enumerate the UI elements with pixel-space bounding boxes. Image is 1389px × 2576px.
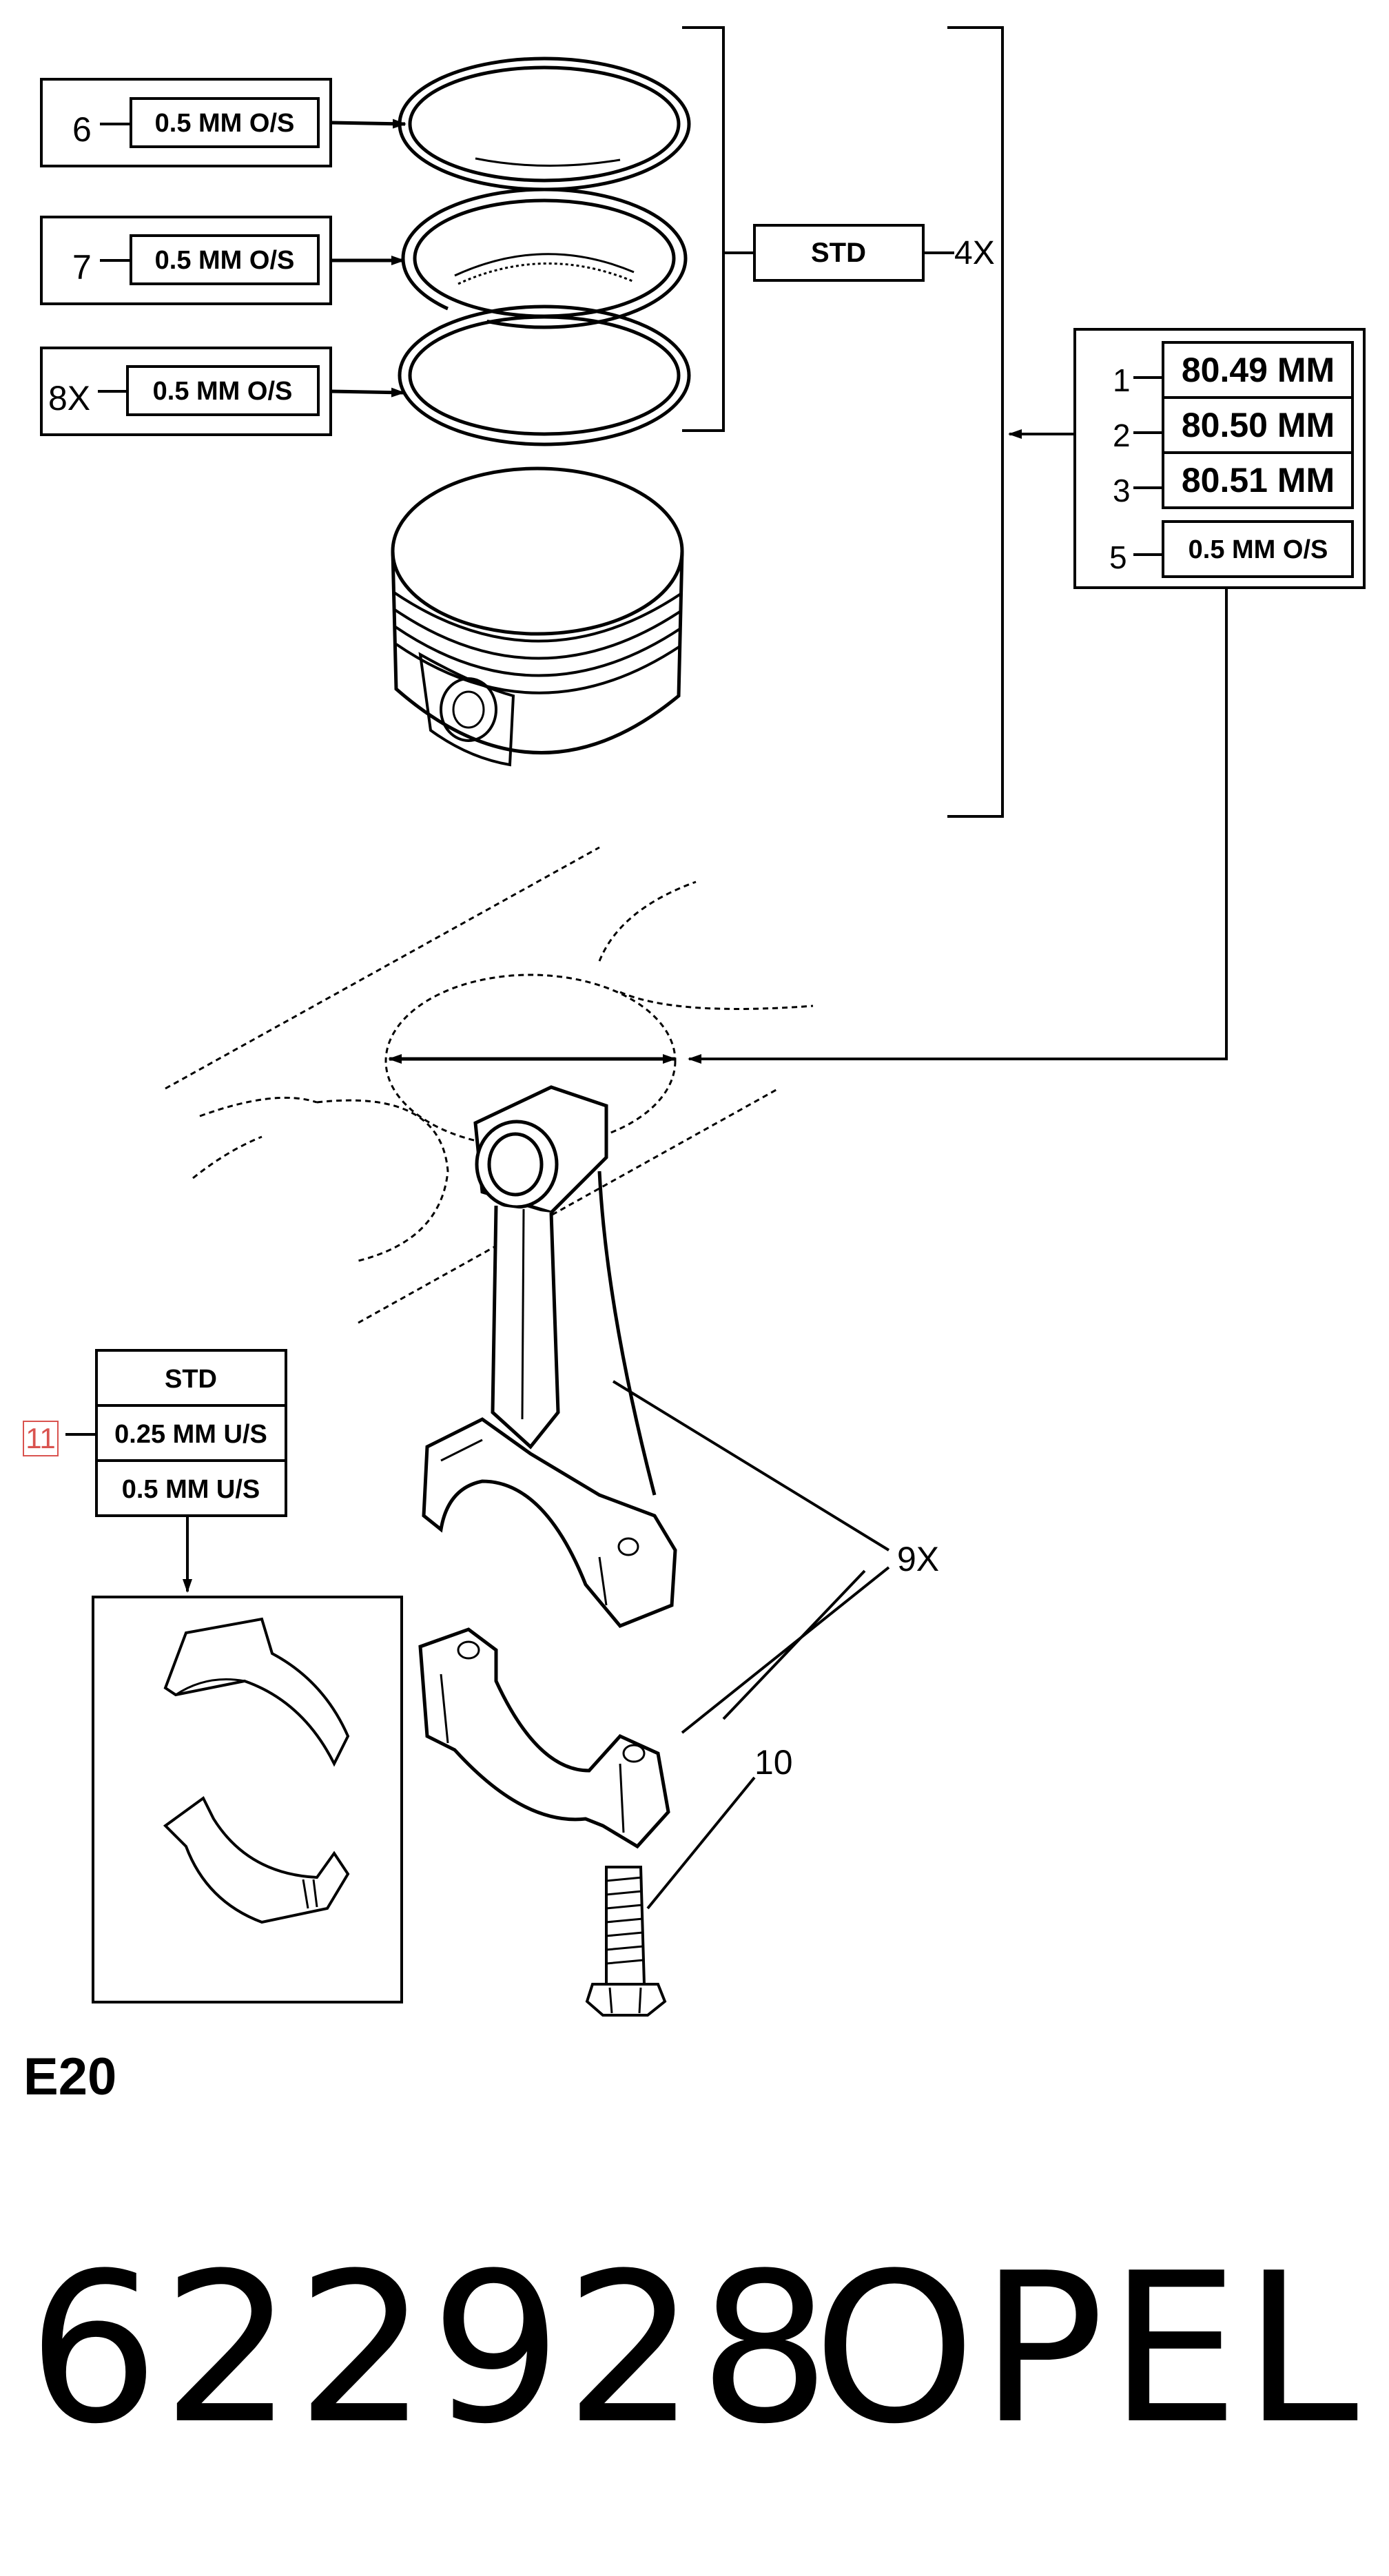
bearing-shell-upper [163, 1617, 350, 1767]
bearing-shells-box [92, 1596, 403, 2003]
ring-oil-arrow [330, 387, 405, 398]
ring-oil-ref: 8X [48, 379, 90, 418]
ring-middle-ref: 7 [72, 248, 92, 287]
ring-top-arrow [330, 119, 407, 129]
bearing-ref: 11 [25, 1422, 56, 1454]
piston-size-5-ref: 5 [1109, 539, 1127, 575]
callout-ring-oil: 8X 0.5 MM O/S [40, 347, 332, 436]
bearing-shell-lower [163, 1795, 350, 1924]
callout-ring-top: 6 0.5 MM O/S [40, 78, 332, 167]
bearing-size-025: 0.25 MM U/S [114, 1420, 267, 1449]
ring-middle-label: 0.5 MM O/S [155, 246, 295, 275]
ring-top-ref: 6 [72, 110, 92, 149]
callout-piston-sizes: 1 80.49 MM 2 80.50 MM 3 80.51 MM 5 0.5 M… [1073, 328, 1366, 589]
piston-size-2-label: 80.50 MM [1182, 406, 1335, 444]
bearing-size-std: STD [165, 1365, 217, 1394]
piston-size-1-ref: 1 [1113, 362, 1131, 398]
engine-code: E20 [23, 2048, 117, 2106]
ring-top-label: 0.5 MM O/S [155, 109, 295, 138]
ring-set-std-label: STD [811, 238, 866, 268]
conrod-leader-lines [612, 1380, 890, 1910]
part-number: 622928 [28, 2229, 834, 2469]
conrod-ref: 9X [897, 1540, 939, 1578]
callout-bearing-sizes: STD 0.25 MM U/S 0.5 MM U/S 11 [23, 1349, 287, 1517]
piston [391, 466, 684, 767]
piston-ring-top [398, 56, 691, 192]
piston-size-3-ref: 3 [1113, 473, 1131, 508]
conrod-bolt [585, 1866, 667, 2017]
piston-size-1-label: 80.49 MM [1182, 351, 1335, 389]
ring-oil-label: 0.5 MM O/S [153, 377, 293, 406]
bearing-size-05: 0.5 MM U/S [122, 1475, 260, 1504]
bore-leader-line [688, 588, 1228, 1064]
ring-set-qty: 4X [954, 235, 995, 271]
ring-set-std-box: STD [753, 224, 925, 282]
connecting-rod [422, 1085, 677, 1628]
ring-group-bracket [682, 26, 754, 432]
piston-size-5-label: 0.5 MM O/S [1189, 535, 1328, 564]
brand-name: OPEL [813, 2229, 1363, 2469]
piston-size-2-ref: 2 [1113, 418, 1131, 453]
piston-assembly-bracket [947, 26, 1004, 818]
bolt-ref: 10 [754, 1743, 793, 1782]
connecting-rod-cap [418, 1627, 670, 1849]
callout-ring-middle: 7 0.5 MM O/S [40, 216, 332, 305]
piston-size-3-label: 80.51 MM [1182, 461, 1335, 499]
piston-ring-oil [398, 305, 691, 446]
cylinder-block-outline [165, 846, 814, 1324]
